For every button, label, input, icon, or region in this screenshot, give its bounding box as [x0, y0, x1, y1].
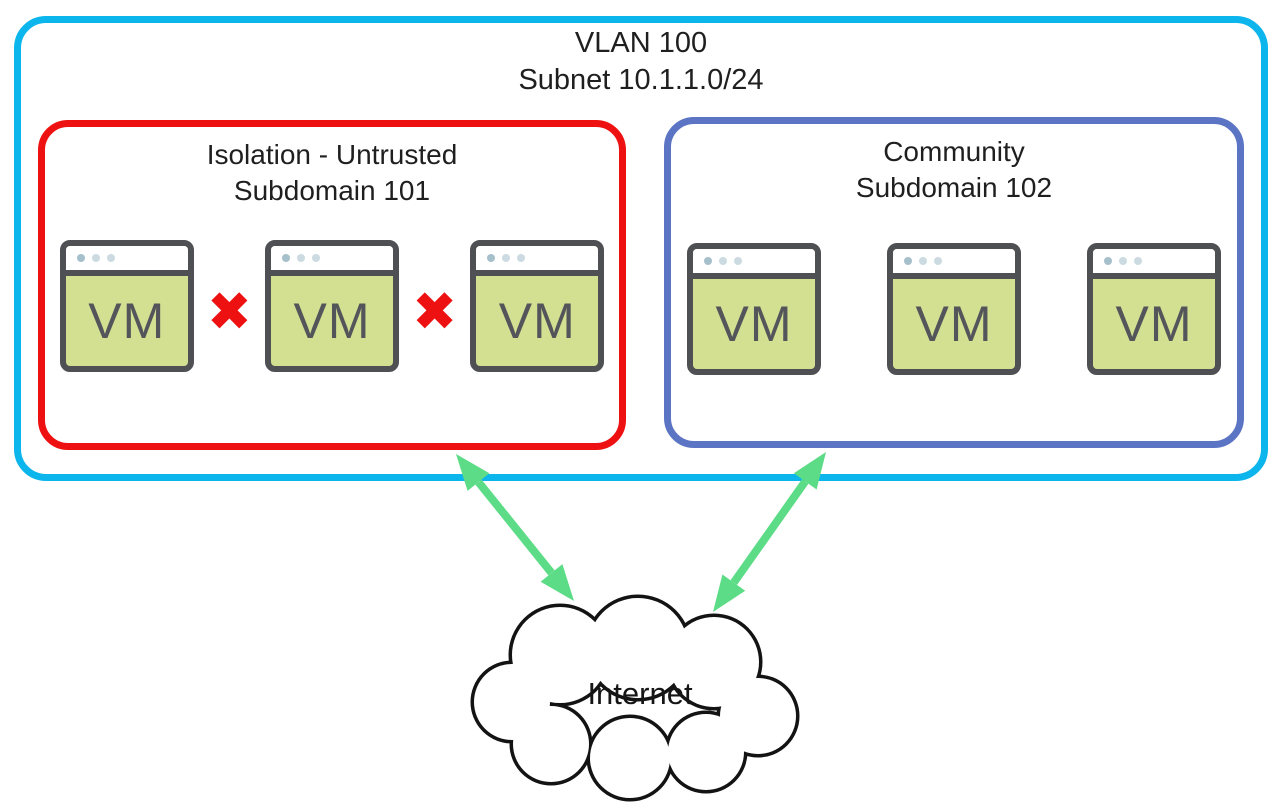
blocked-connection-icon: ✖ — [412, 280, 458, 343]
titlebar-dot-icon — [719, 257, 727, 265]
community-vm-row: VM VM VM — [671, 243, 1237, 375]
vlan-title: VLAN 100 Subnet 10.1.1.0/24 — [21, 25, 1261, 99]
isolation-vm-row: VM ✖ VM ✖ — [45, 240, 619, 372]
vm-label: VM — [715, 296, 793, 352]
internet-label: Internet — [587, 676, 693, 711]
vm-label: VM — [1115, 296, 1193, 352]
titlebar-dot-icon — [734, 257, 742, 265]
titlebar-dot-icon — [934, 257, 942, 265]
vm-titlebar — [893, 249, 1015, 279]
vm-window-icon: VM — [887, 243, 1021, 375]
titlebar-dot-icon — [1134, 257, 1142, 265]
community-title: Community Subdomain 102 — [671, 134, 1237, 206]
vm-titlebar — [271, 246, 393, 276]
vm-label: VM — [498, 293, 576, 349]
isolation-title-line1: Isolation - Untrusted — [206, 139, 458, 170]
vm-titlebar — [65, 246, 188, 276]
isolation-title: Isolation - Untrusted Subdomain 101 — [45, 137, 619, 209]
titlebar-dot-icon — [1104, 257, 1112, 265]
blocked-connection-icon: ✖ — [206, 280, 252, 343]
titlebar-dot-icon — [487, 254, 496, 262]
vm-label: VM — [915, 296, 993, 352]
vm-titlebar — [1093, 249, 1215, 279]
vlan-subnet-line: Subnet 10.1.1.0/24 — [518, 64, 764, 96]
titlebar-dot-icon — [76, 254, 85, 262]
titlebar-dot-icon — [517, 254, 526, 262]
vm-titlebar — [693, 249, 815, 279]
vm-window-icon: VM — [265, 240, 399, 372]
vm-window-icon: VM — [470, 240, 605, 372]
titlebar-dot-icon — [1119, 257, 1127, 265]
vlan-title-line1: VLAN 100 — [574, 27, 708, 59]
isolation-subdomain-box: Isolation - Untrusted Subdomain 101 VM ✖ — [38, 120, 626, 450]
community-title-line1: Community — [883, 136, 1025, 167]
titlebar-dot-icon — [919, 257, 927, 265]
community-title-line2: Subdomain 102 — [855, 172, 1053, 203]
vm-titlebar — [476, 246, 599, 276]
titlebar-dot-icon — [312, 254, 320, 262]
isolation-title-line2: Subdomain 101 — [233, 175, 431, 206]
vm-window-icon: VM — [59, 240, 194, 372]
vm-label: VM — [293, 293, 371, 349]
vm-label: VM — [88, 293, 166, 349]
titlebar-dot-icon — [106, 254, 115, 262]
community-subdomain-box: Community Subdomain 102 VM — [664, 117, 1244, 448]
vm-window-icon: VM — [1087, 243, 1221, 375]
vlan-100-box: VLAN 100 Subnet 10.1.1.0/24 Isolation - … — [14, 16, 1268, 481]
titlebar-dot-icon — [91, 254, 100, 262]
titlebar-dot-icon — [904, 257, 912, 265]
vm-window-icon: VM — [687, 243, 821, 375]
titlebar-dot-icon — [282, 254, 290, 262]
titlebar-dot-icon — [502, 254, 511, 262]
titlebar-dot-icon — [297, 254, 305, 262]
titlebar-dot-icon — [704, 257, 712, 265]
